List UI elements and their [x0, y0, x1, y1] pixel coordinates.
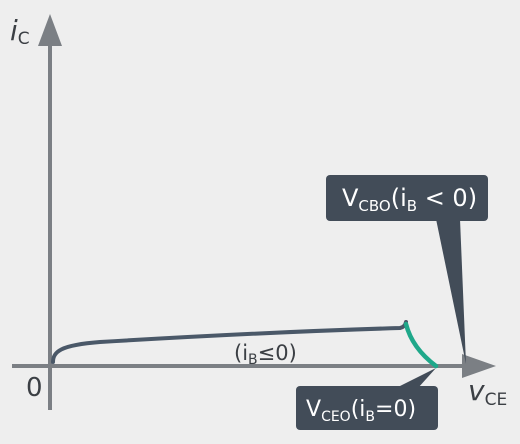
x-axis-label-main: v — [468, 374, 485, 407]
curve-label-post: ≤0) — [258, 341, 297, 365]
y-axis-label-sub: C — [18, 29, 30, 49]
vceo-callout-pointer — [396, 368, 436, 388]
vcbo-mid: (i — [391, 184, 407, 212]
vcbo-main: V — [342, 184, 359, 212]
curve-label-sub: B — [248, 352, 258, 368]
origin-label: 0 — [26, 373, 43, 403]
vcbo-sub2: B — [407, 197, 417, 215]
vcbo-callout-box — [326, 175, 488, 221]
vcbo-callout-pointer — [436, 219, 466, 364]
y-axis-label: iC — [10, 14, 30, 49]
vceo-post: =0) — [375, 397, 416, 422]
x-axis-arrowhead — [462, 354, 496, 378]
vceo-callout: VCEO(iB=0) — [296, 368, 438, 430]
vceo-sub1: CEO — [321, 409, 351, 425]
vceo-sub2: B — [365, 409, 375, 425]
curve-label: (iB≤0) — [234, 341, 297, 368]
vceo-callout-box — [296, 386, 438, 430]
vcbo-sub1: CBO — [358, 197, 390, 215]
x-axis-label: vCE — [468, 374, 507, 410]
vcbo-post: < 0) — [417, 184, 477, 212]
x-axis-label-sub: CE — [485, 390, 508, 410]
vcbo-callout: VCBO(iB < 0) — [326, 175, 488, 364]
y-axis-arrowhead — [38, 14, 62, 46]
y-axis-label-main: i — [10, 14, 18, 47]
curve-label-pre: (i — [234, 341, 248, 365]
breakdown-segment — [403, 321, 439, 369]
vceo-mid: (i — [351, 397, 366, 422]
vcbo-callout-text: VCBO(iB < 0) — [342, 184, 477, 215]
vceo-callout-text: VCEO(iB=0) — [306, 397, 416, 425]
vceo-main: V — [306, 397, 321, 422]
collector-current-curve — [51, 320, 408, 364]
